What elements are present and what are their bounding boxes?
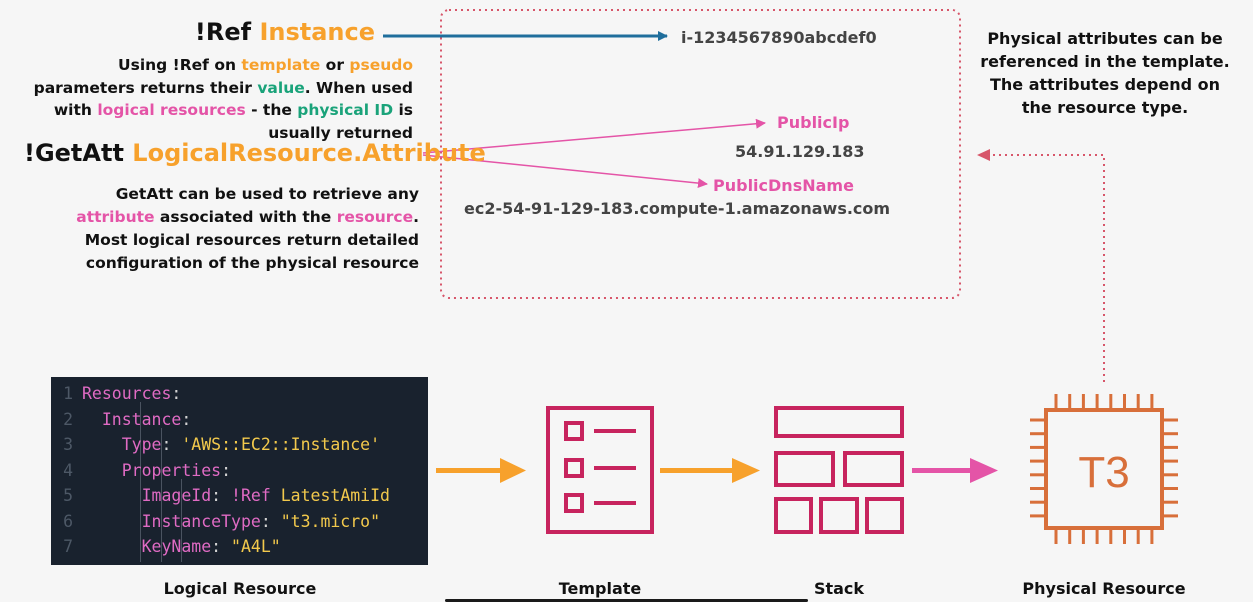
ec2-t3-chip-icon: T3 [1030, 394, 1178, 544]
attribute-name-publicdnsname: PublicDnsName [713, 176, 854, 195]
getatt-arrow-publicip [422, 118, 766, 154]
ref-desc-value: value [257, 78, 305, 97]
code-token: : [260, 511, 281, 531]
code-token: 'AWS::EC2::Instance' [181, 435, 381, 454]
ref-desc-text: is usually returned [268, 101, 413, 142]
code-token: Properties [121, 460, 222, 480]
ref-desc-template: template [241, 56, 321, 74]
code-line: 7 KeyName: "A4L" [51, 534, 281, 560]
getatt-desc-text: . Most logical resources return detailed… [84, 208, 419, 272]
code-line: 4 Properties: [51, 458, 231, 484]
getatt-parameter: LogicalResource.Attribute [132, 139, 486, 167]
ref-desc-text: . When used with [53, 78, 413, 120]
getatt-desc-resource: resource [336, 208, 414, 226]
getatt-description: GetAtt can be used to retrieve any attri… [59, 183, 419, 275]
getatt-desc-text: associated with the [154, 208, 337, 226]
ref-description: Using !Ref on template or pseudo paramet… [13, 54, 413, 144]
ref-desc-text: parameters returns their [33, 78, 258, 97]
code-line: 5 ImageId: !Ref LatestAmiId [51, 483, 390, 509]
caption-template: Template [558, 579, 642, 598]
caption-logical-resource: Logical Resource [163, 579, 317, 598]
ref-desc-text: Using !Ref on [118, 56, 242, 74]
code-token: Type [121, 435, 162, 454]
code-token: LatestAmiId [270, 486, 390, 505]
line-number: 7 [63, 537, 73, 556]
physical-attributes-note: Physical attributes can be referenced in… [980, 29, 1230, 117]
code-token: : [221, 460, 232, 480]
code-token: : [211, 537, 232, 556]
code-token: KeyName [141, 537, 212, 556]
code-line: 3 Type: 'AWS::EC2::Instance' [51, 432, 380, 458]
arrow-template-to-stack [660, 458, 760, 483]
code-token: Instance [101, 409, 182, 429]
attribute-value-publicip: 54.91.129.183 [735, 142, 865, 161]
indent-guide [161, 428, 162, 562]
ref-parameter: Instance [259, 18, 375, 46]
line-number: 5 [63, 486, 73, 505]
code-token: Resources [82, 384, 172, 403]
code-token: : [181, 409, 192, 429]
indent-guide [140, 402, 141, 562]
ref-desc-text: - the [245, 101, 298, 119]
arrow-stack-to-physical [912, 458, 998, 483]
ref-keyword: !Ref [194, 18, 252, 46]
getatt-arrow-publicdnsname [422, 154, 708, 189]
line-number: 1 [63, 384, 73, 403]
ref-desc-pseudo: pseudo [349, 56, 413, 74]
code-token: : [161, 435, 182, 454]
code-line: 1 Resources: [51, 381, 181, 407]
code-token: "t3.micro" [280, 511, 381, 531]
line-number: 6 [63, 511, 73, 531]
code-line: 2 Instance: [51, 407, 191, 433]
indent-guide [181, 479, 182, 562]
arrow-code-to-template [436, 458, 526, 483]
line-number: 3 [63, 435, 73, 454]
chip-label: T3 [1078, 448, 1129, 497]
code-token: : [211, 486, 232, 505]
attribute-name-publicip: PublicIp [777, 113, 850, 132]
caption-physical-resource: Physical Resource [1022, 579, 1186, 598]
code-token: "A4L" [231, 537, 281, 556]
ref-desc-physical-id: physical ID [297, 101, 394, 119]
ref-desc-text: or [320, 56, 350, 74]
ref-desc-logical-resources: logical resources [97, 101, 246, 119]
code-token: !Ref [231, 486, 271, 505]
video-progress-bar[interactable] [445, 599, 808, 602]
attribute-value-publicdnsname: ec2-54-91-129-183.compute-1.amazonaws.co… [464, 199, 891, 218]
ref-heading: !Ref Instance [195, 18, 375, 46]
code-token: : [171, 384, 182, 403]
code-token: ImageId [141, 486, 212, 505]
getatt-desc-attribute: attribute [76, 208, 155, 226]
getatt-heading: !GetAtt LogicalResource.Attribute [24, 139, 486, 167]
physical-dotted-arrowhead [977, 149, 990, 161]
caption-stack: Stack [813, 579, 865, 598]
ref-result-value: i-1234567890abcdef0 [681, 28, 877, 47]
line-number: 4 [63, 460, 73, 480]
getatt-desc-text: GetAtt can be used to retrieve any [115, 185, 419, 203]
getatt-keyword: !GetAtt [24, 139, 124, 167]
stack-icon [774, 406, 904, 534]
line-number: 2 [63, 409, 73, 429]
code-line: 6 InstanceType: "t3.micro" [51, 509, 380, 535]
template-icon [546, 406, 654, 534]
code-token: InstanceType [141, 511, 261, 531]
